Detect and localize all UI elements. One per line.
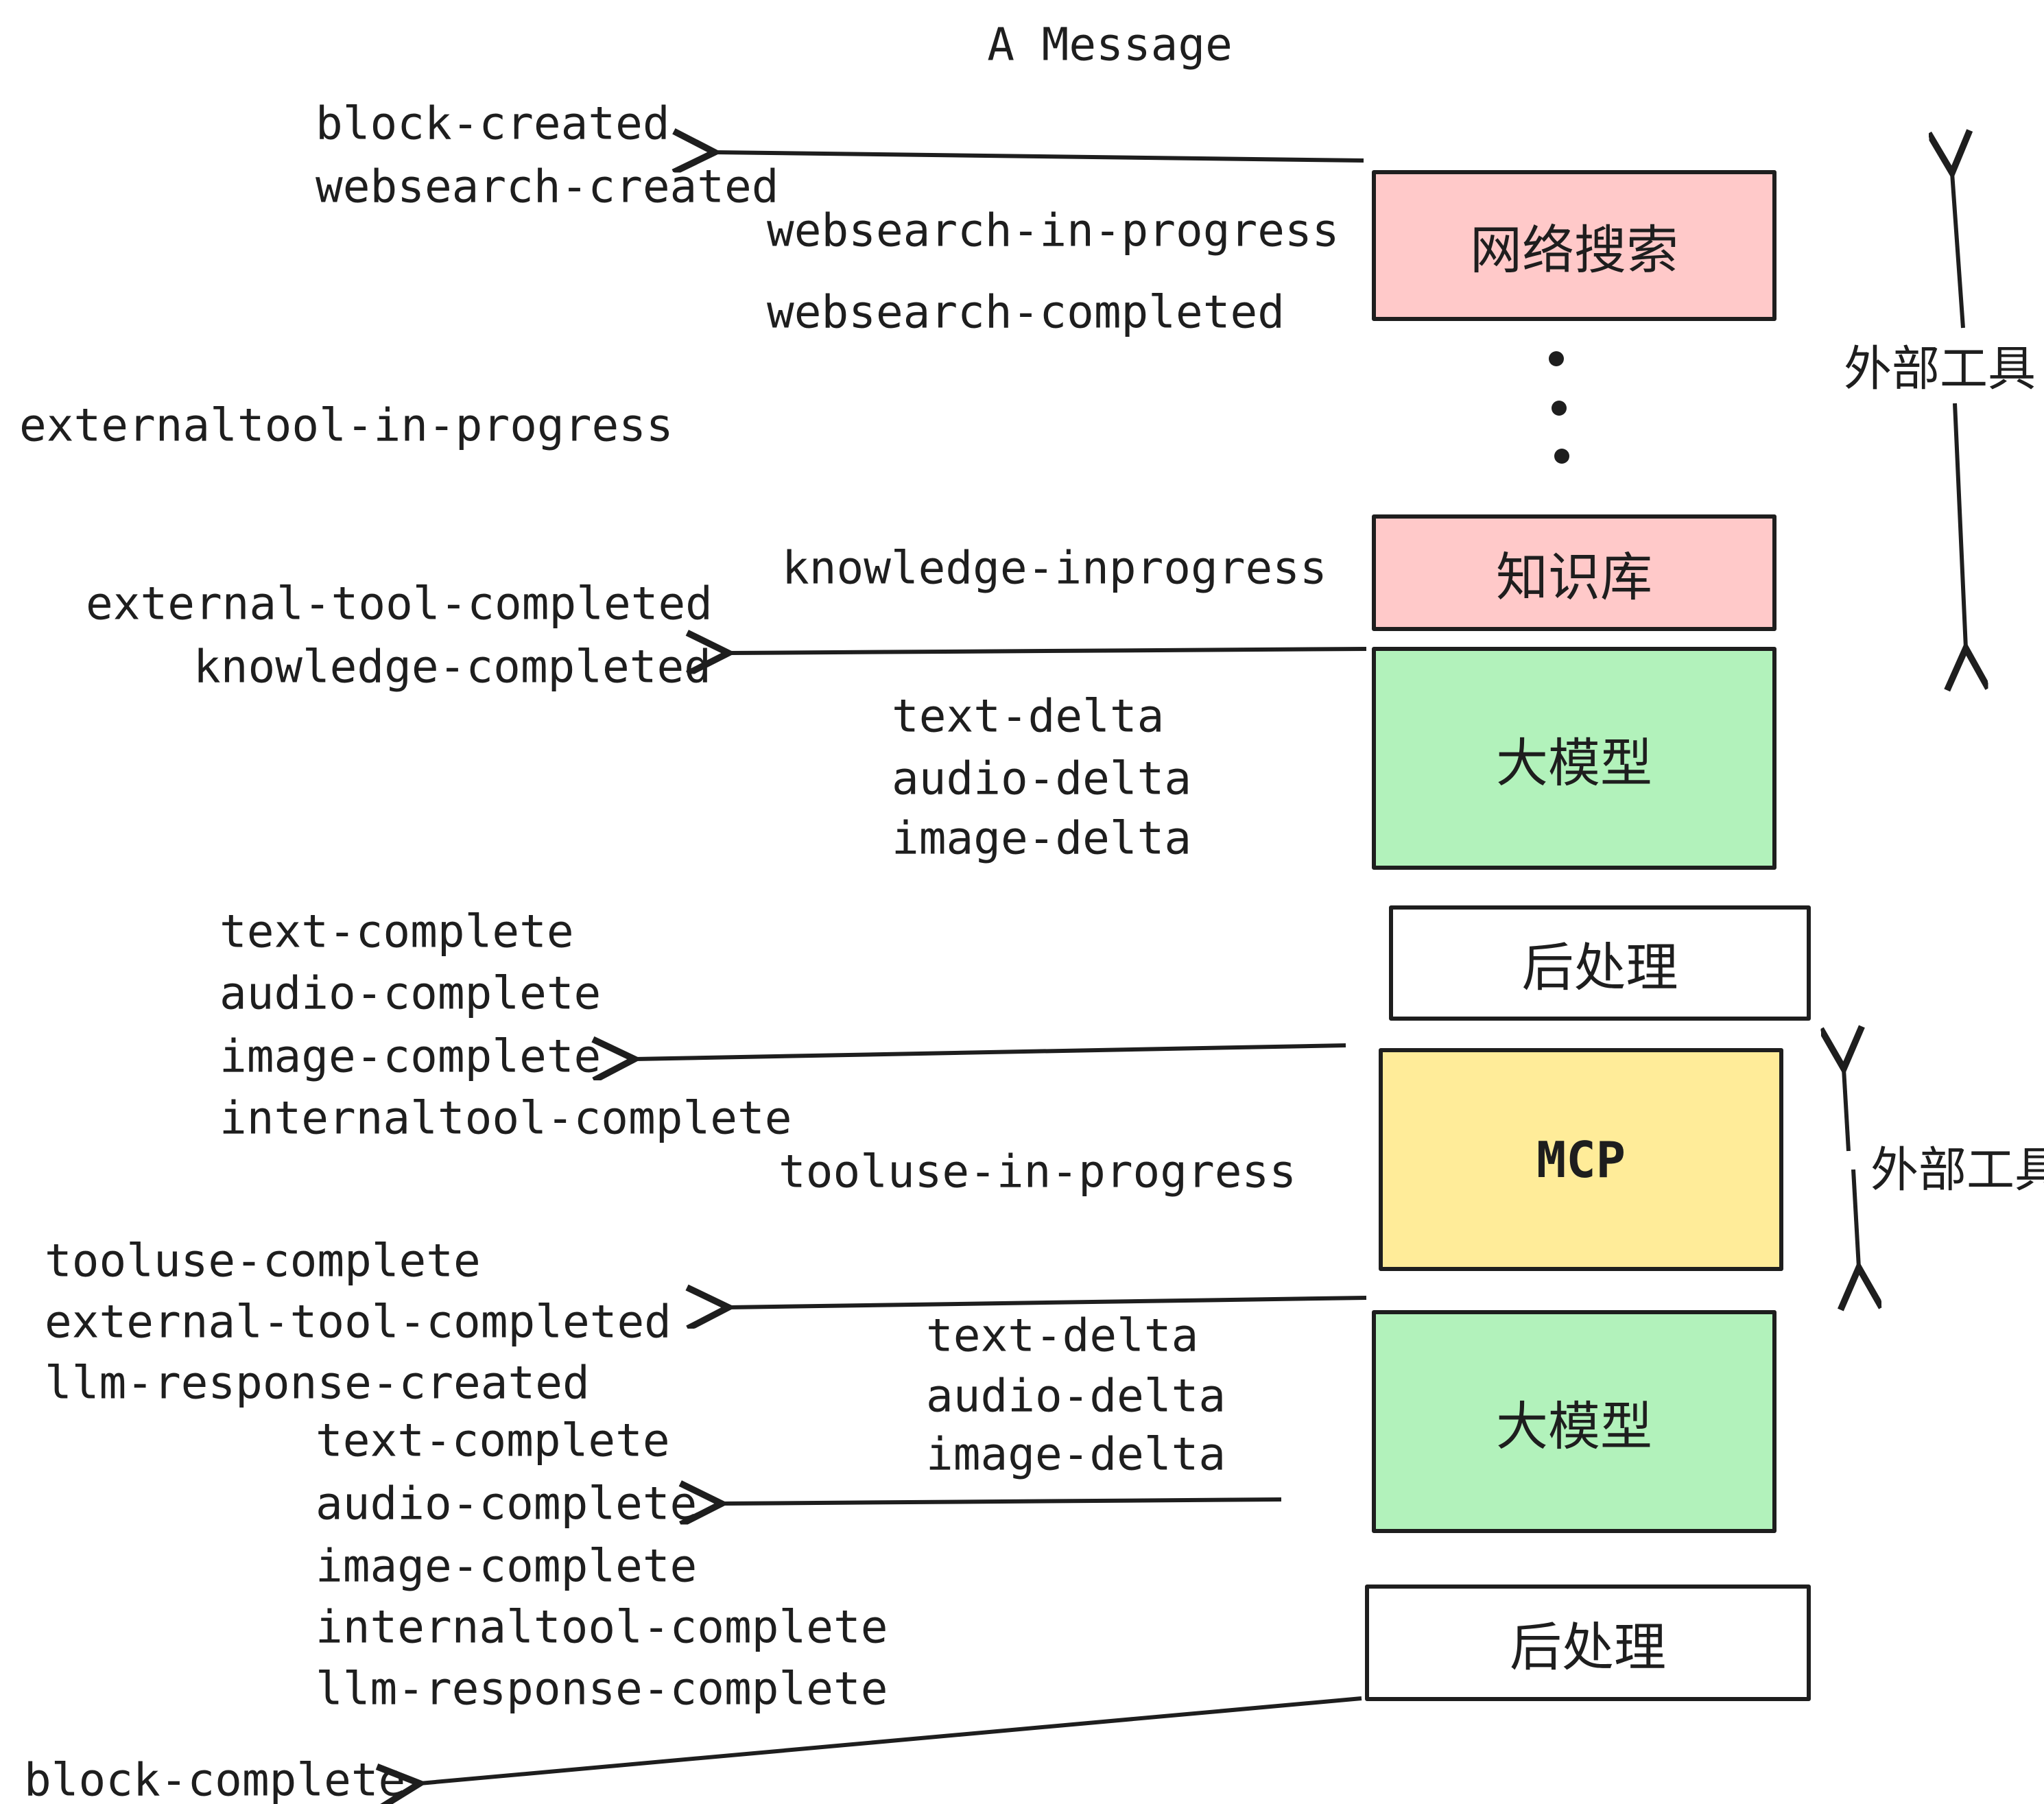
event-internaltool-complete-2: internaltool-complete <box>316 1600 888 1654</box>
event-externaltool-in-progress: externaltool-in-progress <box>19 399 674 452</box>
event-llm-response-created: llm-response-created <box>45 1356 590 1410</box>
diagram-title: A Message <box>987 18 1233 71</box>
event-llm-response-complete: llm-response-complete <box>316 1662 888 1716</box>
event-audio-complete-2: audio-complete <box>316 1477 698 1530</box>
arrow-to-block-created <box>715 152 1364 161</box>
external-tools-label-bottom: 外部工具 <box>1870 1141 2044 1198</box>
ellipsis-dot <box>1554 449 1569 464</box>
external-tools-label-top: 外部工具 <box>1844 340 2036 397</box>
external-tools-arrow-down-2 <box>1853 1169 1859 1268</box>
box-postprocess-1: 后处理 <box>1389 905 1811 1021</box>
external-tools-arrow-down <box>1955 403 1966 648</box>
box-llm-2: 大模型 <box>1372 1310 1776 1533</box>
ellipsis-dot <box>1552 401 1567 416</box>
event-knowledge-completed: knowledge-completed <box>193 640 711 693</box>
event-text-delta-2: text-delta <box>926 1309 1199 1362</box>
event-websearch-created: websearch-created <box>316 160 779 213</box>
box-knowledge: 知识库 <box>1372 514 1776 631</box>
arrow-to-audio-complete <box>722 1499 1282 1504</box>
box-llm-1: 大模型 <box>1372 647 1776 870</box>
box-websearch: 网络搜索 <box>1372 170 1776 321</box>
event-image-delta: image-delta <box>892 811 1192 865</box>
event-block-complete: block-complete <box>24 1753 406 1804</box>
external-tools-arrow-up-2 <box>1844 1069 1849 1152</box>
event-external-tool-completed: external-tool-completed <box>86 577 713 630</box>
event-audio-complete: audio-complete <box>219 966 602 1020</box>
arrow-to-tooluse-complete <box>728 1298 1367 1307</box>
event-image-complete-2: image-complete <box>316 1539 698 1593</box>
event-text-delta: text-delta <box>892 689 1165 743</box>
event-audio-delta: audio-delta <box>892 752 1192 805</box>
event-websearch-completed: websearch-completed <box>767 285 1285 339</box>
event-tooluse-in-progress: tooluse-in-progress <box>779 1145 1296 1198</box>
event-knowledge-inprogress: knowledge-inprogress <box>782 541 1327 595</box>
arrow-to-knowledge-completed <box>728 649 1367 653</box>
event-audio-delta-2: audio-delta <box>926 1369 1226 1423</box>
event-block-created: block-created <box>316 97 670 150</box>
arrow-to-image-complete <box>634 1045 1346 1059</box>
event-text-complete-2: text-complete <box>316 1414 670 1467</box>
event-image-delta-2: image-delta <box>926 1427 1226 1481</box>
event-text-complete: text-complete <box>219 905 574 958</box>
event-websearch-in-progress: websearch-in-progress <box>767 204 1340 257</box>
event-internaltool-complete: internaltool-complete <box>219 1091 792 1145</box>
event-external-tool-completed-2: external-tool-completed <box>45 1295 672 1349</box>
event-tooluse-complete: tooluse-complete <box>45 1234 481 1287</box>
ellipsis-dot <box>1549 351 1564 366</box>
external-tools-arrow-up <box>1952 173 1963 329</box>
event-image-complete: image-complete <box>219 1030 602 1083</box>
box-postprocess-2: 后处理 <box>1365 1585 1811 1701</box>
box-mcp: MCP <box>1379 1048 1783 1271</box>
